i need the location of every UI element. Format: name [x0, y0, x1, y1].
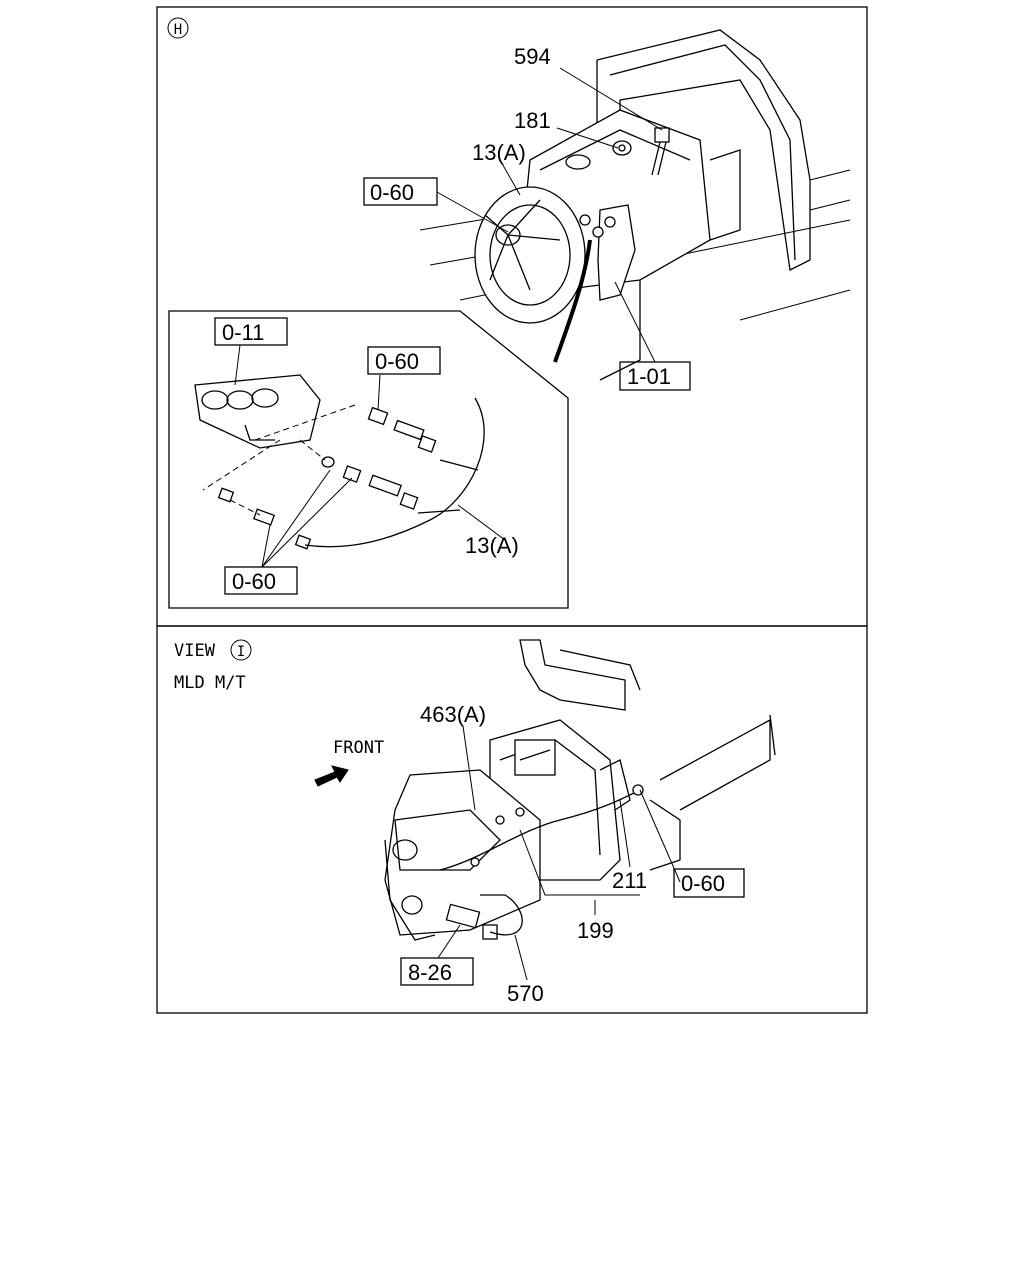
bottom-leader-lines — [437, 725, 681, 981]
top-leader-lines — [436, 67, 663, 363]
view-h-marker: H — [167, 17, 189, 39]
box-060-bottom — [673, 868, 745, 898]
chassis-frame-drawing — [519, 639, 776, 871]
bolt-594-drawing — [651, 127, 670, 176]
nut-181-drawing — [612, 140, 632, 156]
view-label: VIEW — [174, 641, 216, 661]
callout-13a-top: 13(A) — [472, 140, 526, 165]
inset-wire-13a — [304, 397, 485, 548]
box-826 — [400, 957, 474, 986]
view-i-marker: I — [230, 639, 252, 661]
callout-570: 570 — [507, 981, 544, 1006]
harness-wire — [553, 239, 592, 363]
callout-060-inset-lower: 0-60 — [232, 569, 276, 594]
front-arrow-icon — [314, 765, 349, 787]
front-label: FRONT — [333, 738, 384, 758]
sensor-826-drawing — [445, 903, 498, 940]
callout-826: 8-26 — [408, 960, 452, 985]
inset-leader-lines — [234, 344, 506, 568]
box-060-inset-upper — [367, 346, 441, 375]
clutch-bellhousing-drawing — [474, 186, 586, 324]
callout-060-top: 0-60 — [370, 180, 414, 205]
callout-101: 1-01 — [627, 364, 671, 389]
callout-060-bottom: 0-60 — [681, 871, 725, 896]
sensor-bracket-drawing — [579, 204, 636, 301]
callout-211: 211 — [612, 868, 647, 893]
svg-text:I: I — [237, 644, 245, 660]
callout-199: 199 — [577, 918, 614, 943]
callout-060-inset-upper: 0-60 — [375, 349, 419, 374]
sensor-wire-570 — [480, 894, 523, 936]
callout-463a: 463(A) — [420, 702, 486, 727]
inset-engine-block-drawing — [194, 374, 321, 449]
svg-text:H: H — [174, 22, 182, 38]
inset-sensors-drawing — [217, 406, 437, 550]
box-060-inset-lower — [224, 566, 298, 595]
bottom-harness-drawing — [439, 759, 644, 871]
callout-13a-inset: 13(A) — [465, 533, 519, 558]
inset-dashed-leaders — [202, 404, 356, 516]
box-101 — [619, 361, 691, 391]
subtitle-mld-mt: MLD M/T — [174, 673, 246, 693]
callout-011: 0-11 — [222, 320, 264, 345]
box-060-top — [363, 177, 438, 206]
callout-181: 181 — [514, 108, 551, 133]
bottom-transmission-case-drawing — [384, 769, 541, 941]
box-011 — [214, 317, 288, 346]
callout-594: 594 — [514, 44, 551, 69]
bottom-panel-frame — [156, 625, 868, 1014]
